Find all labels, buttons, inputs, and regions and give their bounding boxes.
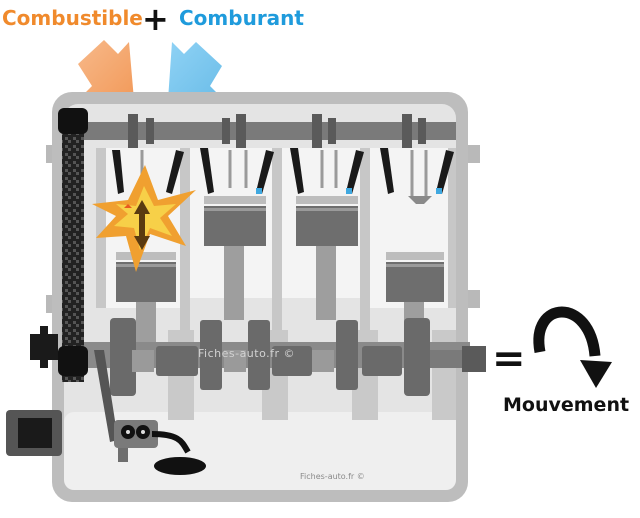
movement-label: Mouvement xyxy=(503,394,630,416)
stroke-arrow xyxy=(134,200,150,250)
camshaft xyxy=(64,114,456,148)
crankshaft xyxy=(30,318,486,396)
oil-pump xyxy=(114,420,206,475)
plus-sign: + xyxy=(142,0,169,38)
oil-filter xyxy=(6,410,62,456)
watermark-bottom: Fiches-auto.fr © xyxy=(300,472,365,481)
oxidizer-label: Comburant xyxy=(179,6,304,30)
watermark-center: Fiches-auto.fr © xyxy=(198,347,296,360)
injectors xyxy=(112,148,454,235)
equals-sign: = xyxy=(492,336,526,382)
rotation-arrow-icon xyxy=(533,306,612,388)
oxidizer-arrow xyxy=(168,42,222,100)
fuel-arrow xyxy=(78,40,134,100)
fuel-label: Combustible xyxy=(2,6,143,30)
timing-chain xyxy=(58,108,118,442)
pistons xyxy=(116,196,444,354)
